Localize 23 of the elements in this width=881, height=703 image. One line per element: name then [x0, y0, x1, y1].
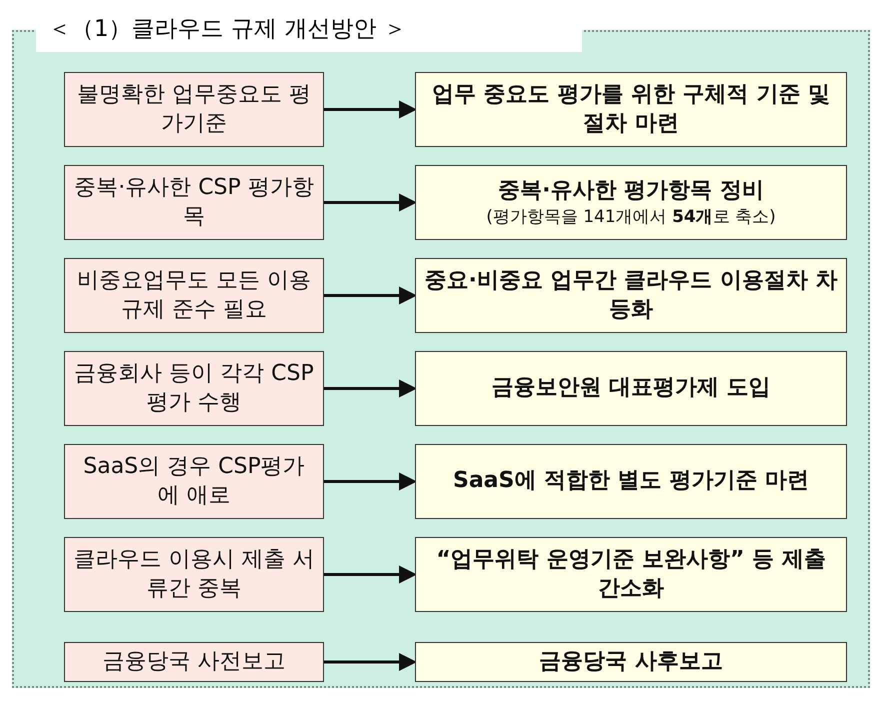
solution-box	[415, 165, 847, 240]
problem-box: 불명확한 업무중요도 평가기준	[64, 72, 324, 147]
arrow	[324, 194, 417, 212]
box-heading: 중복·유사한 평가항목 정비	[498, 177, 764, 206]
arrow	[324, 566, 417, 584]
arrow	[324, 286, 417, 304]
arrow	[324, 472, 417, 490]
arrow	[324, 100, 417, 118]
solution-box: 금융보안원 대표평가제 도입	[415, 351, 847, 426]
solution-box: 중요·비중요 업무간 클라우드 이용절차 차등화	[415, 258, 847, 333]
problem-box: 금융회사 등이 각각 CSP 평가 수행	[64, 351, 324, 426]
arrow	[324, 653, 417, 671]
solution-box: 업무 중요도 평가를 위한 구체적 기준 및 절차 마련	[415, 72, 847, 147]
solution-box: 금융당국 사후보고	[415, 642, 847, 682]
problem-box: 비중요업무도 모든 이용규제 준수 필요	[64, 258, 324, 333]
problem-box: SaaS의 경우 CSP평가에 애로	[64, 444, 324, 519]
problem-box: 금융당국 사전보고	[64, 642, 324, 682]
box-note: (평가항목을 141개에서 54개로 축소)	[486, 206, 776, 228]
arrow	[324, 380, 417, 398]
solution-box: “업무위탁 운영기준 보완사항” 등 제출 간소화	[415, 537, 847, 612]
problem-box: 중복·유사한 CSP 평가항목	[64, 165, 324, 240]
solution-box: SaaS에 적합한 별도 평가기준 마련	[415, 444, 847, 519]
problem-box: 클라우드 이용시 제출 서류간 중복	[64, 537, 324, 612]
